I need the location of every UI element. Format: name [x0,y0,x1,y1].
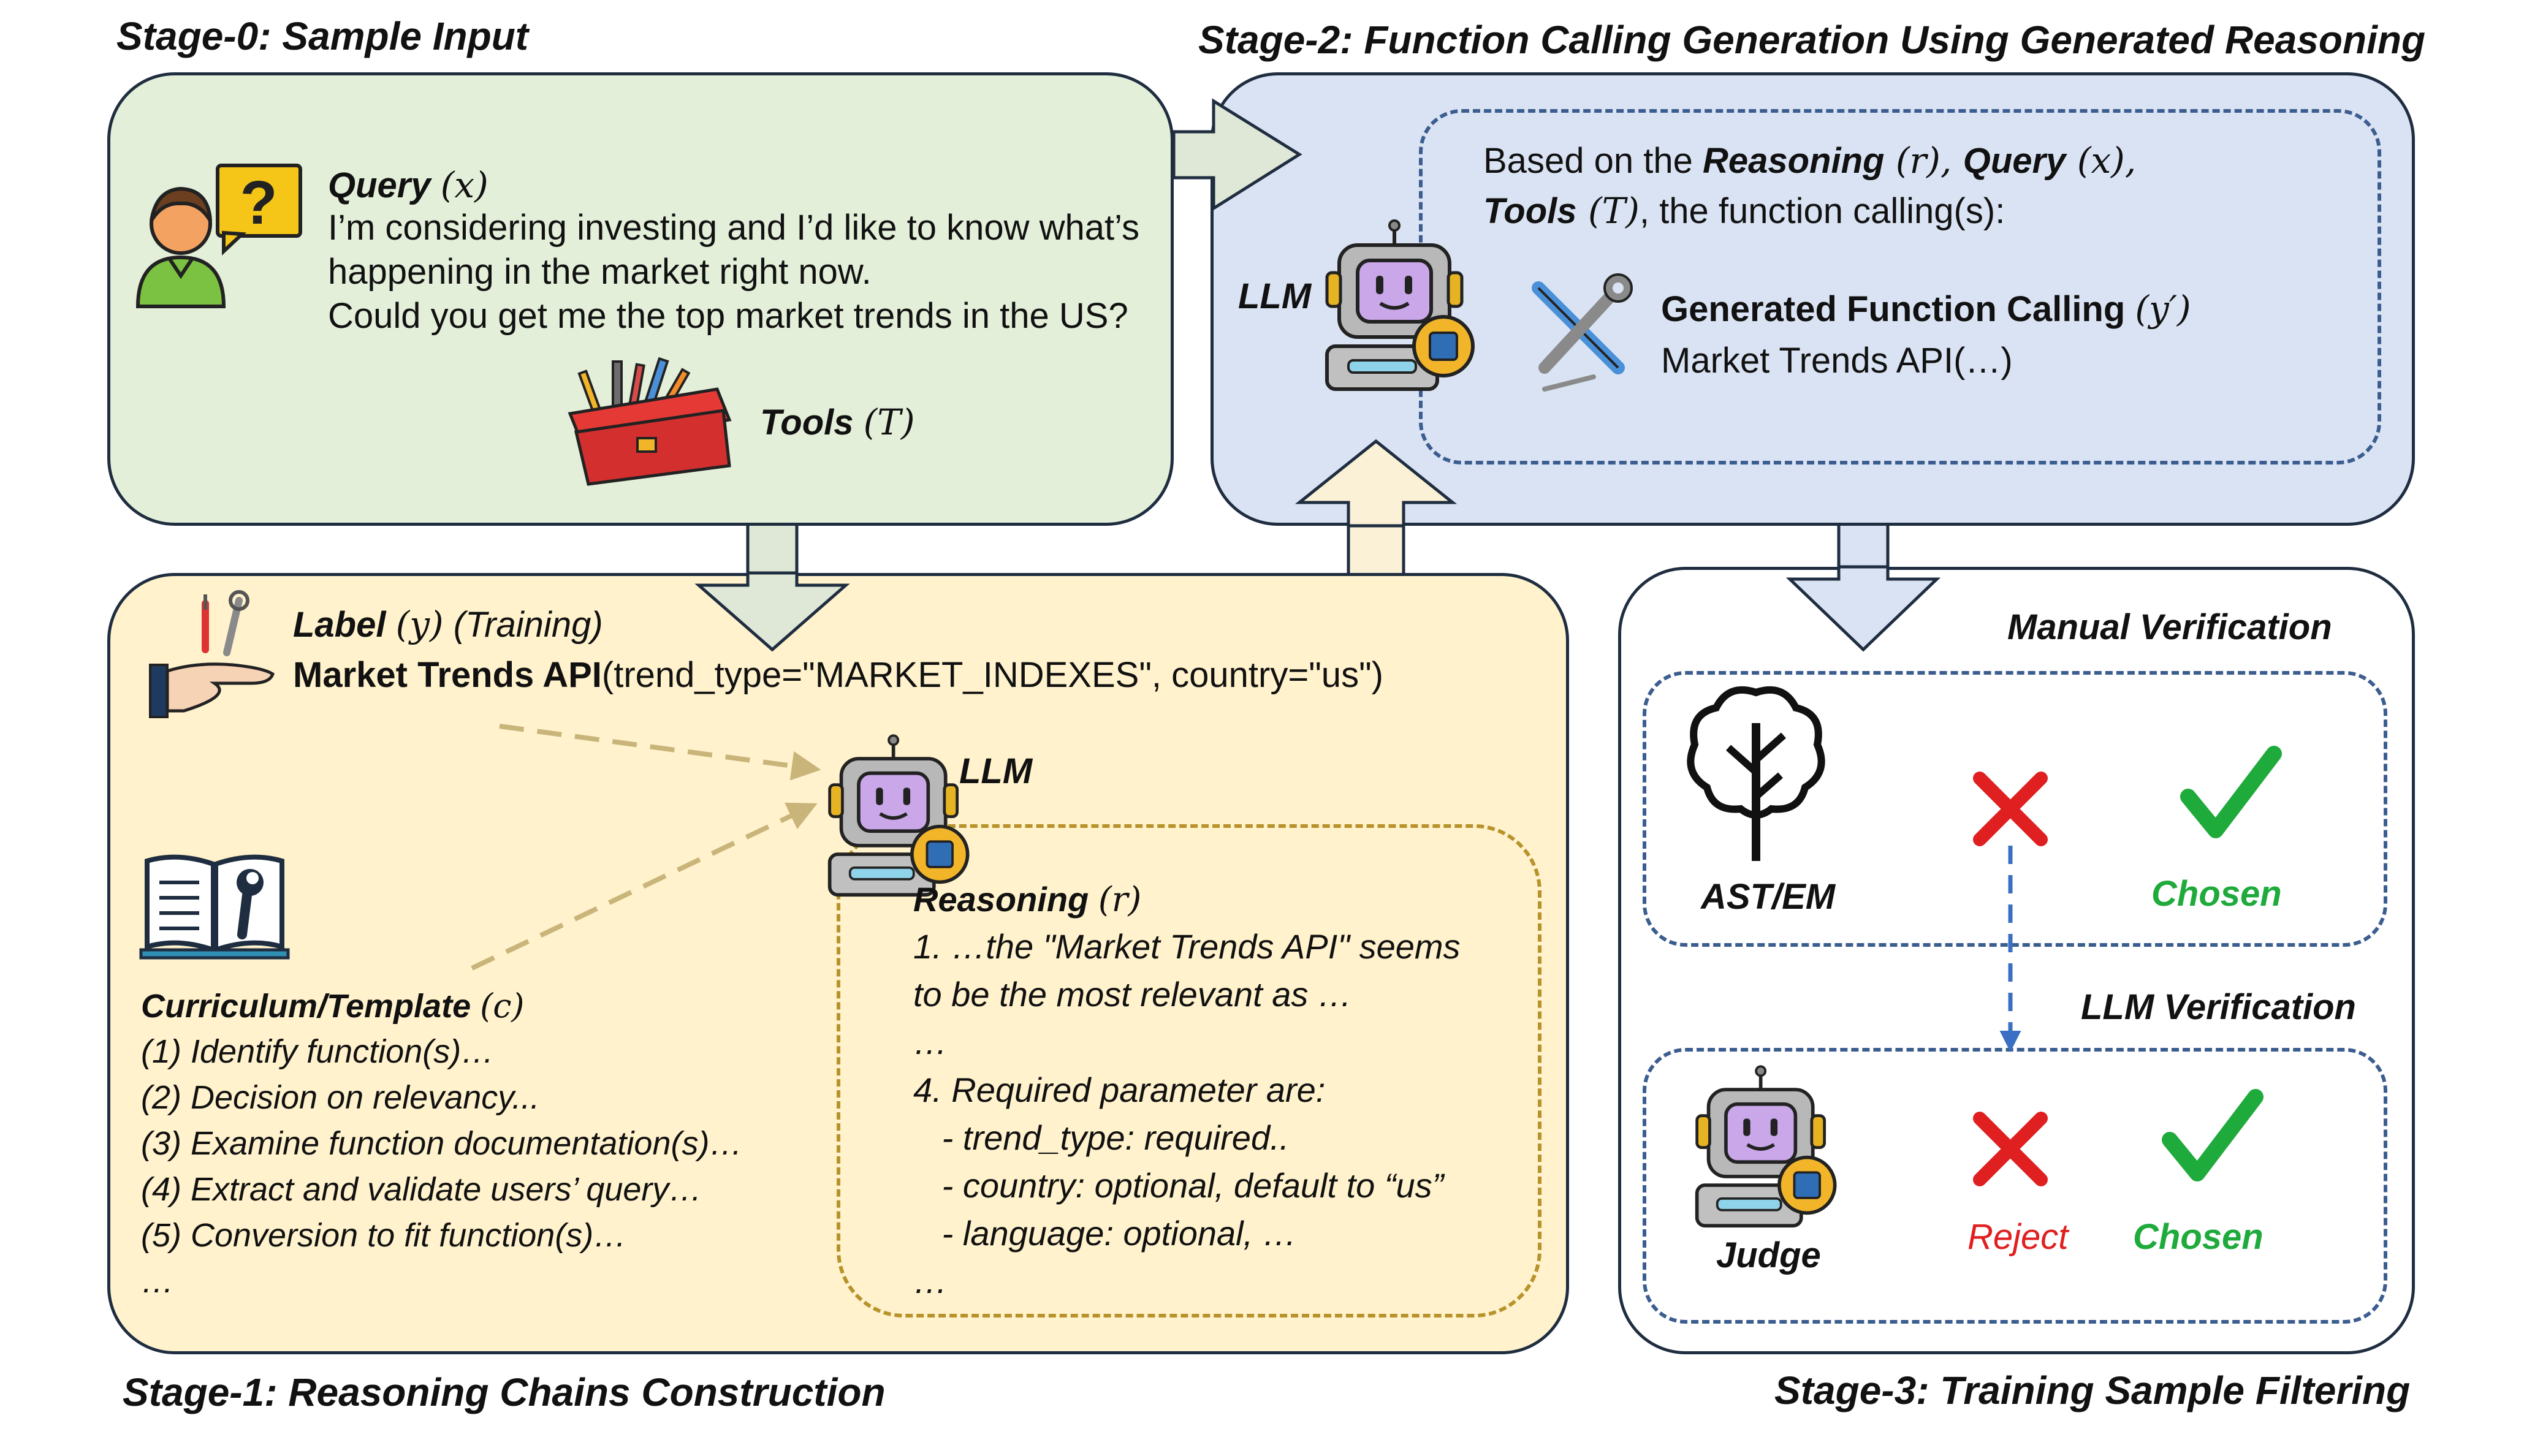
label-function-name: Market Trends API [293,655,602,695]
toolbox-icon [568,357,732,486]
reject-x-icon-llm [1973,1112,2048,1186]
reasoning-line-6: - country: optional, default to “us” [913,1166,1444,1205]
stage2-line1-r: (r), [1884,140,1963,181]
reasoning-label: Reasoning [913,880,1089,919]
arrow-tip-stage0-to-stage1 [694,571,850,652]
curriculum-item-4: (4) Extract and validate users’ query… [141,1171,702,1208]
query-heading: Query (x) [328,164,488,206]
svg-text:?: ? [240,169,277,237]
judge-label: Judge [1716,1235,1821,1275]
person-question-icon: ? [135,164,302,308]
reasoning-heading: Reasoning (r) [913,879,1141,920]
curriculum-to-llm-arrow [471,802,818,971]
reasoning-line-1: 1. …the "Market Trends API" seems [913,927,1461,966]
stage2-line2-rest: , the function calling(s): [1639,191,2005,231]
label-function-args: (trend_type="MARKET_INDEXES", country="u… [601,655,1383,695]
tools-label: Tools [760,403,854,442]
ast-em-label: AST/EM [1701,877,1836,917]
wrench-screwdriver-icon [1532,273,1633,392]
generated-call-value: Market Trends API(…) [1661,341,2013,381]
query-line-3: Could you get me the top market trends i… [328,296,1128,336]
reasoning-line-4: 4. Required parameter are: [913,1071,1326,1109]
stage1-title: Stage-1: Reasoning Chains Construction [123,1370,886,1414]
generated-call-heading: Generated Function Calling (y′) [1661,288,2191,330]
chosen-label-llm: Chosen [2133,1217,2264,1257]
reasoning-line-7: - language: optional, … [913,1214,1297,1253]
robot-icon-stage1 [827,734,970,897]
label-to-llm-arrow [499,724,821,781]
reasoning-symbol: (r) [1098,880,1142,920]
label-function-call: Market Trends API(trend_type="MARKET_IND… [293,654,1383,696]
robot-icon-stage2 [1325,219,1475,391]
tools-symbol: (T) [863,401,915,443]
curriculum-item-6: … [141,1263,174,1300]
check-icon-manual [2180,746,2282,838]
stage2-title: Stage-2: Function Calling Generation Usi… [1198,18,2426,62]
curriculum-item-5: (5) Conversion to fit function(s)… [141,1217,627,1254]
curriculum-item-1: (1) Identify function(s)… [141,1033,495,1070]
curriculum-symbol: (c) [480,987,525,1025]
reasoning-dashed-box [837,824,1541,1318]
stage2-llm-label: LLM [1238,276,1312,316]
llm-verification-label: LLM Verification [2081,987,2356,1027]
stage2-line1-reasoning: Reasoning [1702,141,1885,181]
generated-call-label: Generated Function Calling [1661,289,2126,329]
arrow-tip-stage0-to-stage2 [1172,98,1302,211]
curriculum-item-2: (2) Decision on relevancy... [141,1079,540,1116]
arrow-tip-stage2-to-stage3 [1785,565,1941,652]
stage2-line2-t: (T) [1576,190,1640,232]
book-wrench-icon [139,854,290,960]
stage2-line2-tools: Tools [1483,191,1577,231]
reasoning-line-3: … [913,1023,948,1061]
curriculum-item-3: (3) Examine function documentation(s)… [141,1125,743,1162]
query-label: Query [328,165,431,205]
stage2-line1-query: Query [1963,141,2066,181]
hand-tools-icon [149,590,275,718]
label-heading: Label (y) (Training) [293,604,603,645]
query-line-1: I’m considering investing and I’d like t… [328,208,1139,248]
stage2-line-2: Tools (T), the function calling(s): [1483,190,2005,232]
label-symbol: (y) [395,604,444,645]
reject-label: Reject [1967,1217,2069,1257]
tree-icon [1687,686,1825,861]
arrow-tip-stage1-to-stage2 [1294,439,1458,528]
reject-x-icon-manual [1973,772,2048,846]
reasoning-line-2: to be the most relevant as … [913,975,1352,1014]
chosen-label-manual: Chosen [2151,874,2282,914]
stage0-title: Stage-0: Sample Input [116,14,529,58]
curriculum-label: Curriculum/Template [141,988,471,1025]
stage3-title: Stage-3: Training Sample Filtering [1774,1368,2411,1412]
query-symbol: (x) [440,164,488,206]
stage2-line1-prefix: Based on the [1483,141,1703,181]
reasoning-line-5: - trend_type: required.. [913,1118,1290,1157]
label-label: Label [293,605,386,645]
stage2-line-1: Based on the Reasoning (r), Query (x), [1483,140,2136,181]
label-note: (Training) [453,605,603,645]
stage2-line1-x: (x), [2066,140,2137,181]
stage1-llm-label: LLM [959,751,1033,791]
tools-heading: Tools (T) [760,401,915,443]
manual-verification-dashed-box [1643,671,2387,947]
robot-judge-icon [1695,1065,1837,1228]
manual-verification-label: Manual Verification [2007,607,2332,647]
check-icon-llm [2162,1089,2264,1181]
reasoning-line-8: … [913,1262,948,1300]
query-line-2: happening in the market right now. [328,252,872,292]
generated-call-symbol: (y′) [2135,288,2191,330]
curriculum-heading: Curriculum/Template (c) [141,987,525,1025]
